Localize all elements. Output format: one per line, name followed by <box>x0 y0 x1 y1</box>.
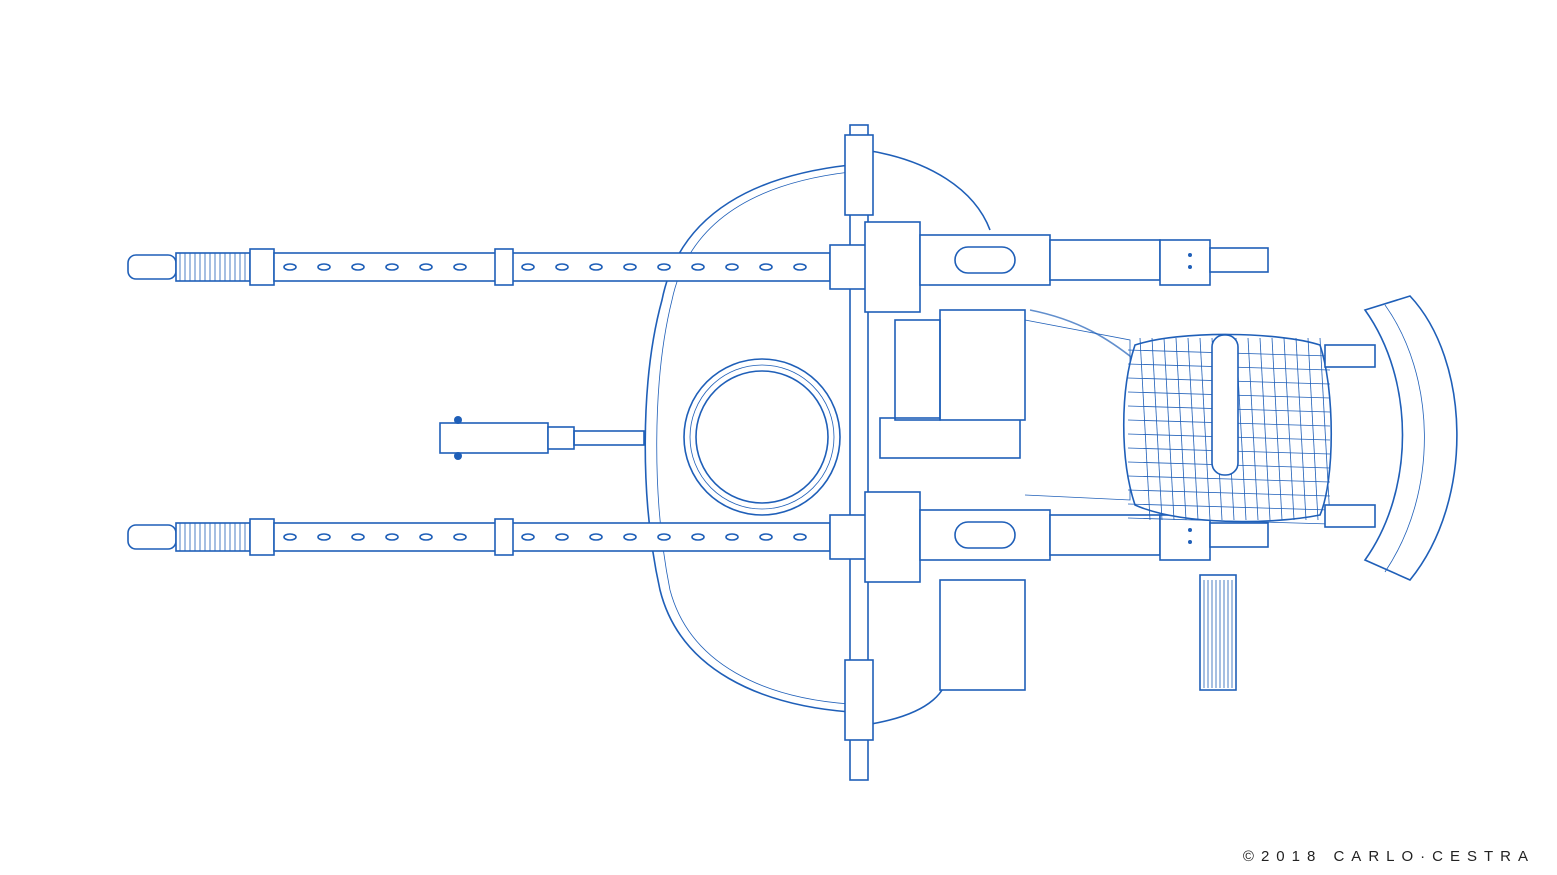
receiver-body <box>879 309 1136 691</box>
grip-handle <box>1199 574 1237 691</box>
receiver <box>919 234 1269 286</box>
seat-pad <box>1123 333 1333 525</box>
receiver <box>919 509 1269 561</box>
copyright-credit: ©2018 CARLO·CESTRA <box>1242 848 1535 865</box>
barrel <box>127 221 921 313</box>
sight-ring <box>683 358 841 516</box>
front-arm <box>439 416 645 460</box>
shoulder-rest <box>1324 295 1458 581</box>
barrels <box>127 221 921 583</box>
barrel <box>127 491 921 583</box>
receivers <box>919 234 1269 561</box>
